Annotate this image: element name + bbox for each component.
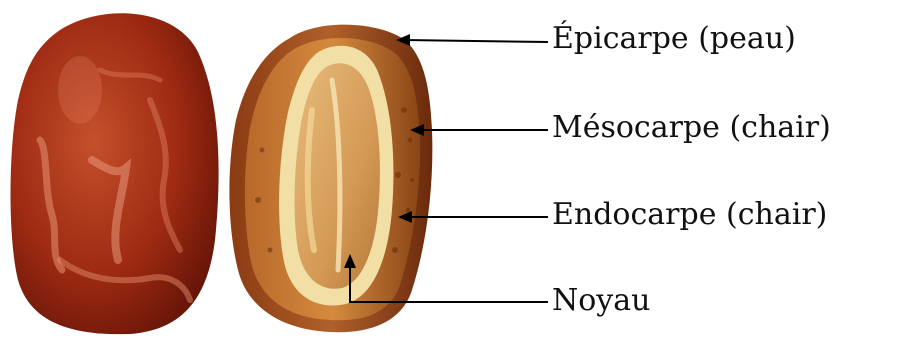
noyau-label: Noyau [552,284,650,318]
epicarpe-label: Épicarpe (peau) [552,22,796,56]
epicarpe-leader-line [404,40,548,42]
cut-date [229,25,432,333]
whole-date-shine [58,56,102,124]
whole-date [11,13,219,334]
endocarpe-label: Endocarpe (chair) [552,198,827,232]
mesocarpe-label: Mésocarpe (chair) [552,111,831,145]
